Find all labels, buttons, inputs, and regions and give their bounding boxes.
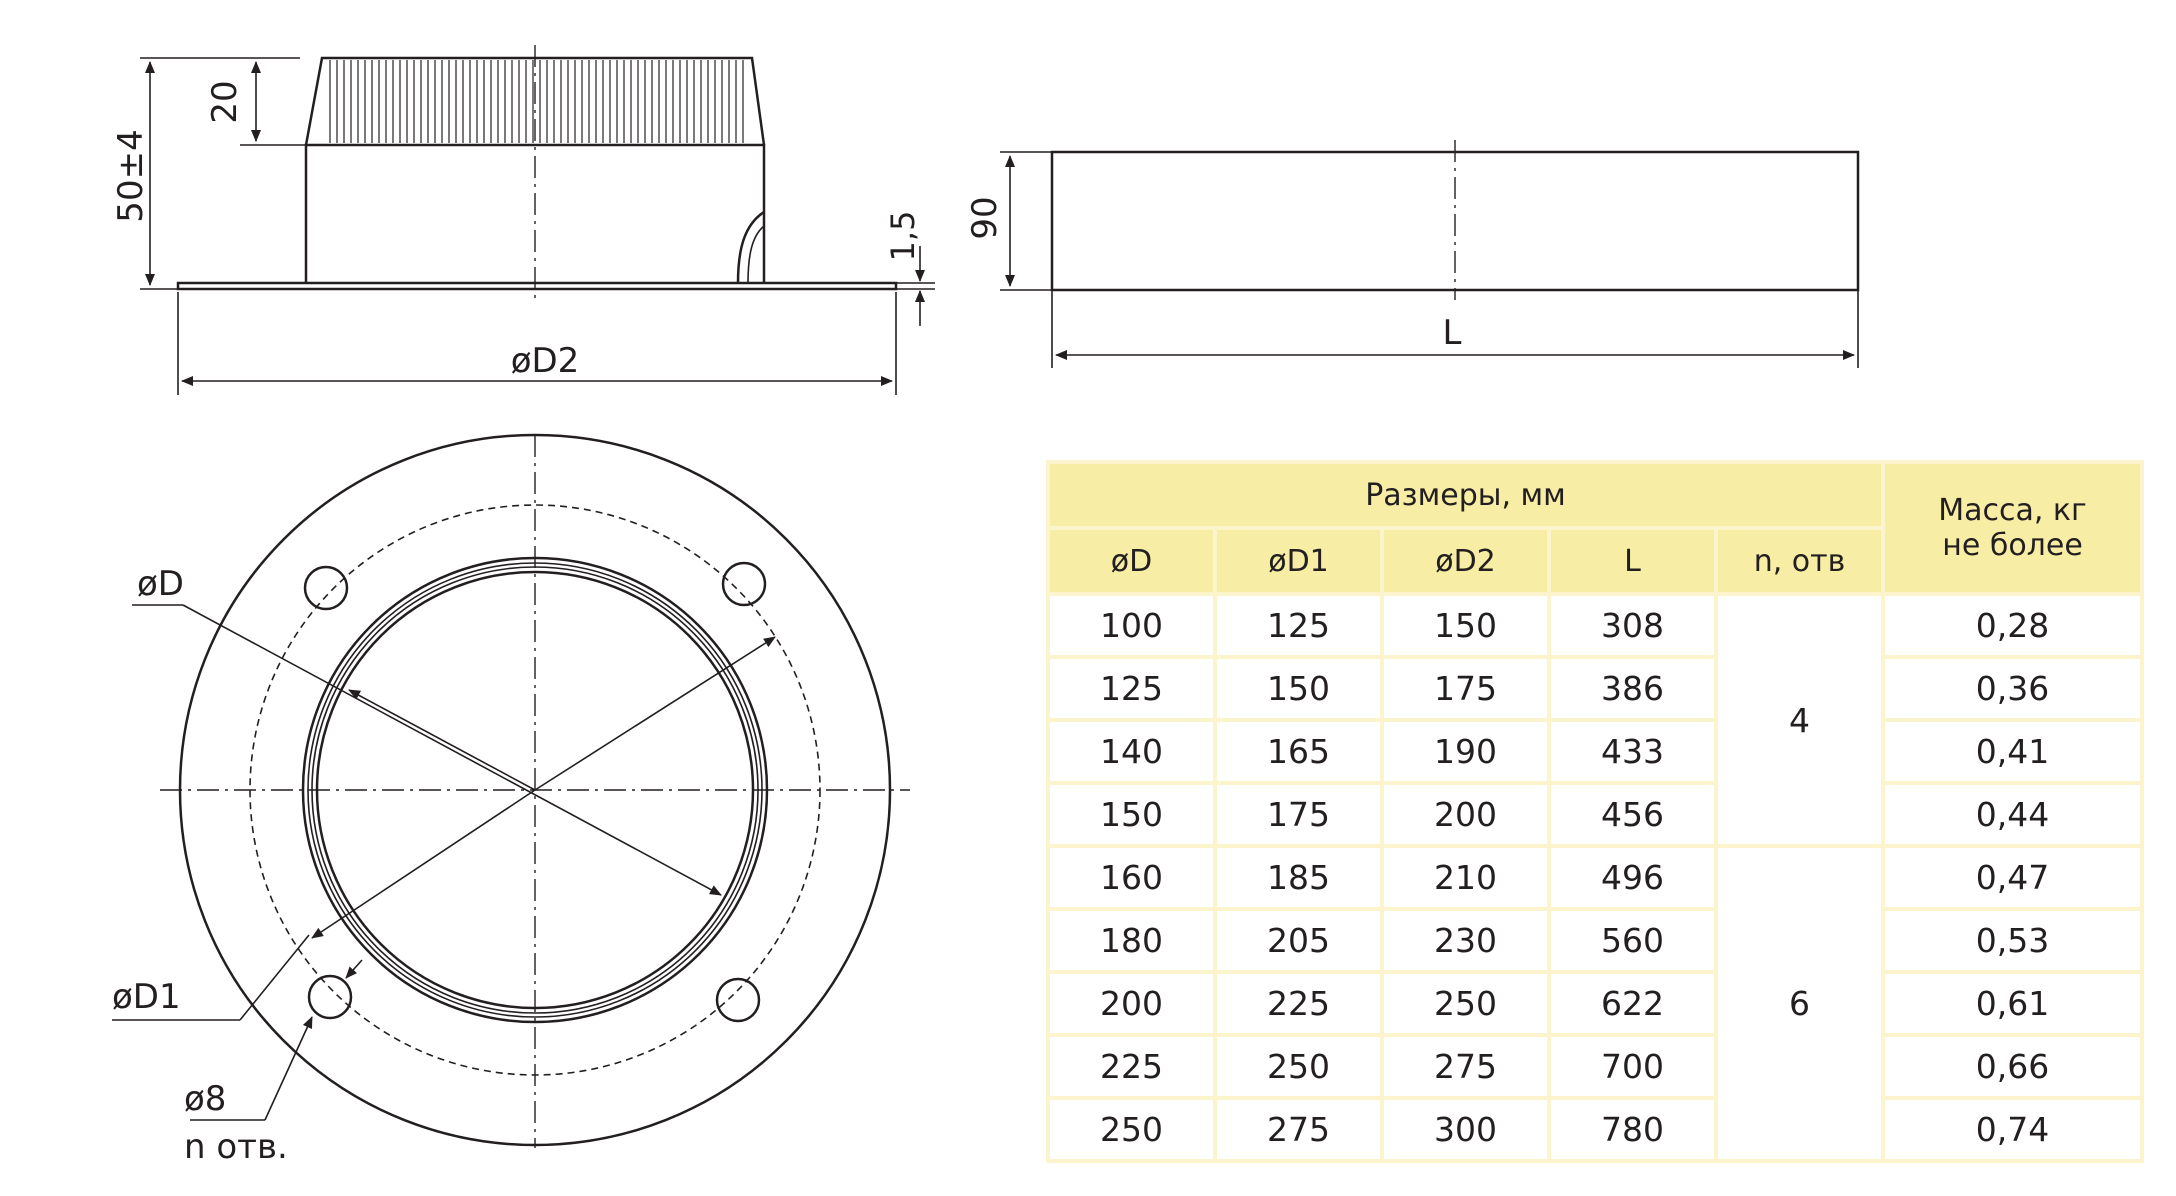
cell-mass: 0,28 — [1885, 596, 2140, 655]
table-header-row: Размеры, мм Масса, кг не более — [1050, 464, 2140, 592]
dimensions-header: Размеры, мм — [1050, 464, 1881, 526]
spigot-body — [304, 143, 766, 283]
cell-d1: 165 — [1217, 722, 1380, 781]
cell-d: 100 — [1050, 596, 1213, 655]
cell-mass: 0,41 — [1885, 722, 2140, 781]
bolt-hole — [721, 561, 767, 607]
column-header-n: n, отв — [1718, 530, 1881, 592]
cell-d1: 225 — [1217, 974, 1380, 1033]
cell-d1: 150 — [1217, 659, 1380, 718]
cell-l: 433 — [1551, 722, 1714, 781]
seam-lock — [736, 210, 765, 284]
band-height-label: 90 — [965, 196, 1005, 239]
holes-count-label: n отв. — [184, 1127, 288, 1167]
cell-mass: 0,36 — [1885, 659, 2140, 718]
cell-d2: 275 — [1384, 1037, 1547, 1096]
cell-d: 200 — [1050, 974, 1213, 1033]
hole-diameter-label: ø8 — [184, 1079, 226, 1119]
cell-mass: 0,74 — [1885, 1100, 2140, 1159]
mass-header: Масса, кг не более — [1885, 464, 2140, 592]
bolt-hole — [715, 977, 761, 1023]
cell-d1: 175 — [1217, 785, 1380, 844]
cell-d: 225 — [1050, 1037, 1213, 1096]
cell-d1: 250 — [1217, 1037, 1380, 1096]
cell-d: 180 — [1050, 911, 1213, 970]
mass-header-line1: Масса, кг — [1938, 493, 2087, 528]
height-label: 50±4 — [111, 129, 151, 222]
cell-l: 780 — [1551, 1100, 1714, 1159]
mass-header-line2: не более — [1942, 528, 2083, 563]
flange-plate — [176, 281, 898, 291]
cell-l: 308 — [1551, 596, 1714, 655]
cell-l: 386 — [1551, 659, 1714, 718]
cell-d2: 250 — [1384, 974, 1547, 1033]
cell-mass: 0,53 — [1885, 911, 2140, 970]
diameter-d2-label: øD2 — [511, 341, 580, 381]
bolt-hole — [303, 565, 349, 611]
cell-d2: 175 — [1384, 659, 1547, 718]
cell-d1: 205 — [1217, 911, 1380, 970]
cell-holes-count: 6 — [1718, 848, 1881, 1159]
cell-holes-count: 4 — [1718, 596, 1881, 844]
front-view: 90 L — [965, 140, 1860, 368]
cell-d: 250 — [1050, 1100, 1213, 1159]
plan-view: øD øD1 ø8 n отв. — [112, 433, 910, 1167]
cell-mass: 0,44 — [1885, 785, 2140, 844]
cell-d2: 150 — [1384, 596, 1547, 655]
cell-d2: 190 — [1384, 722, 1547, 781]
cell-d1: 125 — [1217, 596, 1380, 655]
column-header-d2: øD2 — [1384, 530, 1547, 592]
diameter-d-label: øD — [137, 564, 184, 604]
cell-mass: 0,47 — [1885, 848, 2140, 907]
cell-l: 700 — [1551, 1037, 1714, 1096]
cell-d: 150 — [1050, 785, 1213, 844]
diameter-d1-label: øD1 — [112, 977, 181, 1017]
cell-d: 125 — [1050, 659, 1213, 718]
cell-mass: 0,61 — [1885, 974, 2140, 1033]
corrugated-band — [304, 56, 766, 146]
cell-d2: 230 — [1384, 911, 1547, 970]
cell-d: 160 — [1050, 848, 1213, 907]
cell-d1: 275 — [1217, 1100, 1380, 1159]
column-header-row: øD øD1 øD2 L n, отв — [1050, 530, 2140, 592]
cell-mass: 0,66 — [1885, 1037, 2140, 1096]
column-header-d: øD — [1050, 530, 1213, 592]
specification-table: Размеры, мм Масса, кг не более øD øD1 øD… — [1046, 460, 2144, 1163]
cell-d1: 185 — [1217, 848, 1380, 907]
band-length-label: L — [1443, 313, 1462, 353]
bolt-hole — [307, 974, 353, 1020]
corrugation-ribs — [329, 60, 744, 143]
cell-l: 622 — [1551, 974, 1714, 1033]
cell-l: 456 — [1551, 785, 1714, 844]
cell-d: 140 — [1050, 722, 1213, 781]
cell-l: 496 — [1551, 848, 1714, 907]
thickness-label: 1,5 — [884, 211, 922, 262]
column-header-l: L — [1551, 530, 1714, 592]
side-view: 50±4 20 1,5 øD2 — [111, 45, 935, 395]
cell-d2: 200 — [1384, 785, 1547, 844]
cell-d2: 210 — [1384, 848, 1547, 907]
column-header-d1: øD1 — [1217, 530, 1380, 592]
cell-l: 560 — [1551, 911, 1714, 970]
cell-d2: 300 — [1384, 1100, 1547, 1159]
top-band-label: 20 — [205, 80, 245, 123]
